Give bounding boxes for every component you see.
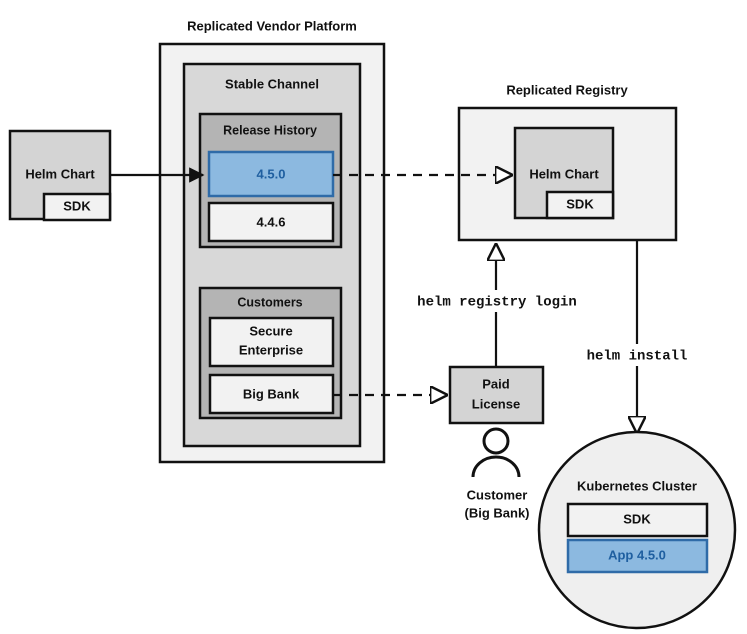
registry-title: Replicated Registry: [506, 82, 628, 97]
customer-actor-label-line2: (Big Bank): [465, 505, 530, 520]
customer-avatar-head: [482, 427, 510, 455]
customer-big-bank[interactable]: [208, 373, 335, 415]
customer-actor-label-line1: Customer: [467, 487, 528, 502]
registry-sdk-box: [545, 190, 615, 220]
cluster-item-sdk[interactable]: [566, 502, 709, 538]
customer-avatar-body: [471, 455, 521, 478]
vendor-platform-title: Replicated Vendor Platform: [187, 18, 357, 33]
customer-big-bank-label: Big Bank: [243, 386, 300, 401]
release-item-4-4-6-label: 4.4.6: [257, 214, 286, 229]
command-helm-registry-login: helm registry login: [417, 295, 577, 311]
customers-title: Customers: [237, 295, 302, 309]
cluster-item-sdk-label: SDK: [623, 511, 651, 526]
customer-secure-enterprise[interactable]: [208, 316, 335, 368]
cluster-item-app[interactable]: [566, 538, 709, 574]
helm-install-label-bg: [566, 344, 708, 366]
release-history-title: Release History: [223, 123, 317, 137]
release-item-4-5-0-label: 4.5.0: [257, 166, 286, 181]
registry-login-label-bg: [404, 290, 590, 312]
command-helm-install: helm install: [587, 349, 688, 365]
registry-helm-chart-label: Helm Chart: [529, 166, 599, 181]
paid-license-label-line2: License: [472, 396, 520, 411]
paid-license-box: [448, 365, 545, 425]
source-sdk-box: [42, 192, 112, 222]
release-item-4-4-6[interactable]: [207, 201, 335, 243]
customer-secure-enterprise-label-line1: Secure: [249, 323, 292, 338]
source-helm-chart-label: Helm Chart: [25, 166, 95, 181]
customer-secure-enterprise-label-line2: Enterprise: [239, 342, 303, 357]
registry-sdk-label: SDK: [566, 196, 594, 211]
kubernetes-cluster-title: Kubernetes Cluster: [577, 478, 697, 493]
source-sdk-label: SDK: [63, 198, 91, 213]
stable-channel-title: Stable Channel: [225, 76, 319, 91]
paid-license-label-line1: Paid: [482, 376, 510, 391]
cluster-item-app-label: App 4.5.0: [608, 547, 666, 562]
